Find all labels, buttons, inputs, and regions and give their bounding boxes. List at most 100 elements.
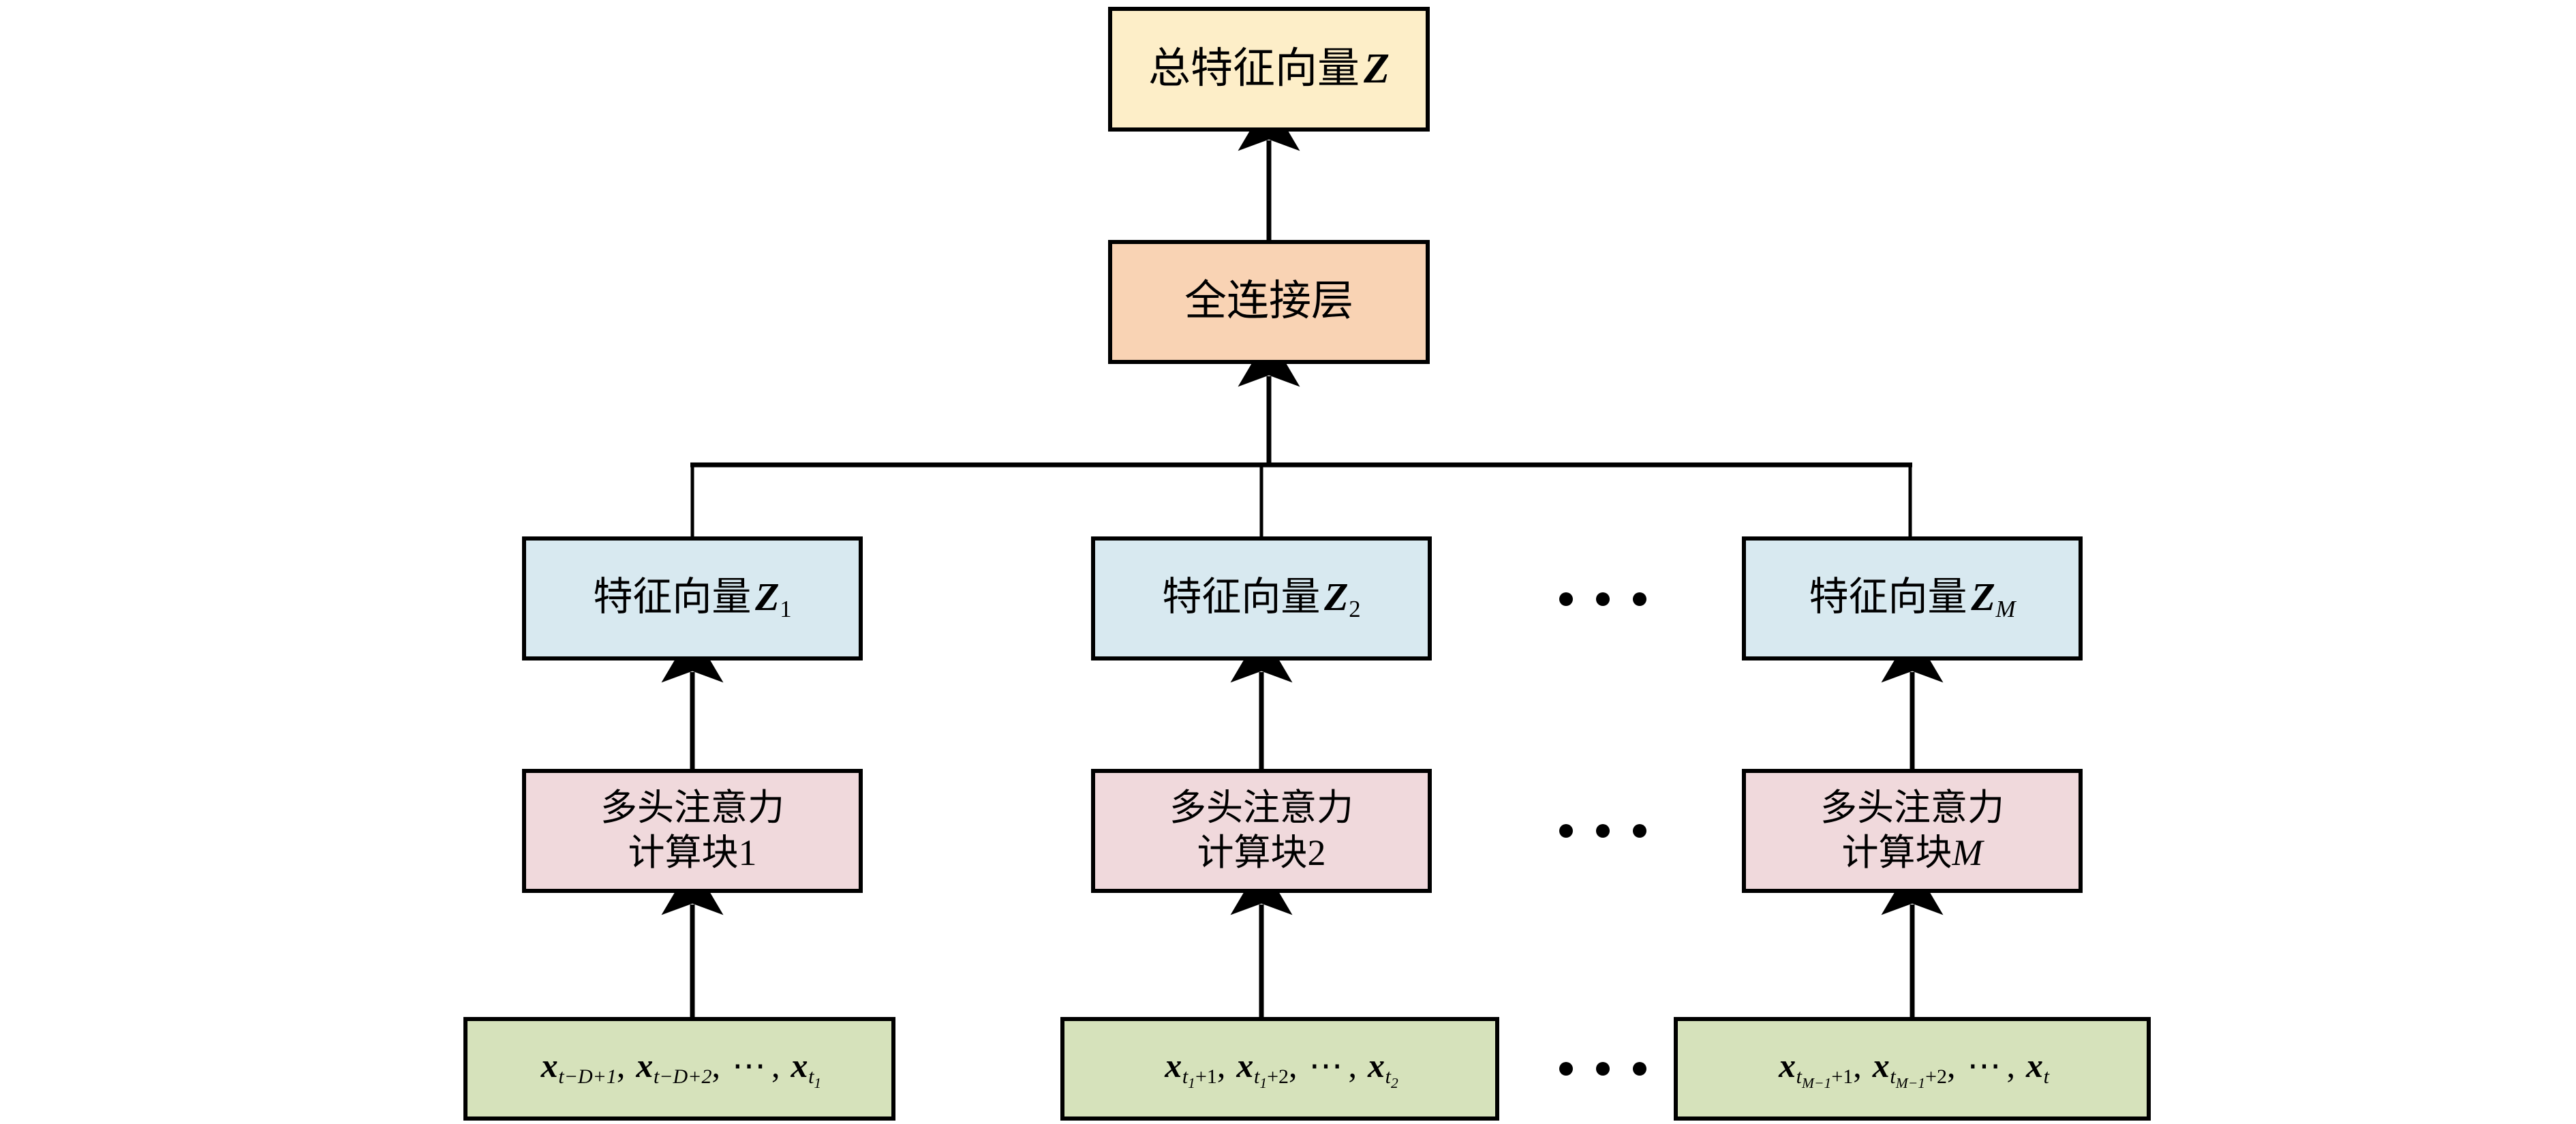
attention-block-1-index: 1 [738, 832, 757, 873]
input-m-last-subscript: t [2043, 1065, 2049, 1089]
ellipsis-input-row [1559, 1062, 1646, 1076]
comma: , [1947, 1046, 1956, 1085]
input-m-term-1-sub-index: M−1 [1802, 1075, 1832, 1092]
comma: , [1216, 1046, 1226, 1085]
input-1-last-sub-base: t [808, 1065, 814, 1089]
node-attention-block-2[interactable]: 多头注意力计算块2 [1091, 769, 1432, 893]
ellipsis-dot [1559, 592, 1573, 606]
input-2-term-1-symbol: x [1165, 1046, 1182, 1085]
input-2-term-2-symbol: x [1236, 1046, 1254, 1085]
input-1-term-2-symbol: x [636, 1046, 654, 1085]
comma: , [1289, 1046, 1298, 1085]
node-attention-block-m[interactable]: 多头注意力计算块M [1742, 769, 2083, 893]
feature-vector-m-text: 特征向量 [1809, 574, 1967, 619]
node-input-sequence-1[interactable]: xt−D+1,xt−D+2,⋯,xt1 [463, 1017, 895, 1121]
input-1-term-2-subscript: t−D+2 [653, 1065, 712, 1089]
attention-block-m-line2: 计算块 [1841, 832, 1952, 873]
input-2-term-2-subscript: t1+2 [1253, 1065, 1289, 1092]
comma: , [2006, 1046, 2016, 1085]
input-m-term-1-symbol: x [1779, 1046, 1796, 1085]
feature-vector-2-subscript: 2 [1349, 596, 1361, 622]
input-2-term-1-sub-base: t [1182, 1065, 1189, 1089]
input-sequence-1-label: xt−D+1,xt−D+2,⋯,xt1 [538, 1045, 821, 1092]
feature-vector-2-label: 特征向量Z2 [1162, 573, 1360, 624]
node-attention-block-1[interactable]: 多头注意力计算块1 [522, 769, 863, 893]
input-m-term-2-subscript: tM−1+2 [1890, 1065, 1947, 1092]
node-input-sequence-2[interactable]: xt1+1,xt1+2,⋯,xt2 [1060, 1017, 1499, 1121]
input-1-term-1-subscript: t−D+1 [558, 1065, 617, 1089]
attention-block-m-line1: 多头注意力 [1820, 787, 2004, 829]
comma: , [616, 1046, 626, 1085]
input-m-ellipsis: ⋯ [1967, 1046, 2003, 1085]
attention-block-1-line1: 多头注意力 [600, 787, 784, 829]
feature-vector-1-label: 特征向量Z1 [593, 573, 791, 624]
input-m-term-2-sub-tail: +2 [1925, 1065, 1947, 1089]
feature-vector-1-subscript: 1 [780, 596, 792, 622]
ellipsis-dot [1633, 592, 1646, 606]
input-2-last-symbol: x [1368, 1046, 1385, 1085]
ellipsis-dot [1596, 592, 1610, 606]
ellipsis-dot [1633, 1062, 1646, 1076]
attention-block-2-line1: 多头注意力 [1169, 787, 1353, 829]
feature-vector-1-symbol: Z [755, 574, 780, 619]
node-total-feature-vector[interactable]: 总特征向量Z [1108, 7, 1430, 132]
input-2-term-2-sub-tail: +2 [1267, 1065, 1289, 1089]
input-m-term-1-sub-base: t [1796, 1065, 1802, 1089]
feature-vector-m-label: 特征向量ZM [1809, 573, 2016, 624]
ellipsis-dot [1596, 824, 1610, 838]
feature-vector-2-symbol: Z [1324, 574, 1349, 619]
fc-layer-label: 全连接层 [1184, 278, 1353, 325]
input-m-term-2-sub-base: t [1890, 1065, 1896, 1089]
comma: , [1853, 1046, 1862, 1085]
attention-block-2-index: 2 [1307, 832, 1326, 873]
input-m-term-1-sub-tail: +1 [1831, 1065, 1854, 1089]
ellipsis-dot [1559, 824, 1573, 838]
input-2-last-sub-base: t [1385, 1065, 1391, 1089]
feature-vector-m-symbol: Z [1971, 574, 1995, 619]
attention-block-1-line2: 计算块 [628, 832, 739, 873]
attention-block-1-label: 多头注意力计算块1 [600, 786, 784, 876]
input-1-last-subscript: t1 [808, 1065, 822, 1092]
node-feature-vector-2[interactable]: 特征向量Z2 [1091, 536, 1432, 660]
attention-block-m-label: 多头注意力计算块M [1820, 786, 2004, 876]
ellipsis-dot [1633, 824, 1646, 838]
attention-block-2-line2: 计算块 [1197, 832, 1308, 873]
node-input-sequence-m[interactable]: xtM−1+1,xtM−1+2,⋯,xt [1674, 1017, 2151, 1121]
feature-vector-m-subscript: M [1995, 596, 2016, 622]
input-2-last-sub-index: 2 [1390, 1075, 1398, 1092]
attention-block-2-label: 多头注意力计算块2 [1169, 786, 1353, 876]
input-1-last-sub-index: 1 [814, 1075, 822, 1092]
input-sequence-2-label: xt1+1,xt1+2,⋯,xt2 [1161, 1045, 1398, 1092]
node-fully-connected-layer[interactable]: 全连接层 [1108, 240, 1430, 364]
ellipsis-dot [1559, 1062, 1573, 1076]
total-vector-symbol: Z [1364, 45, 1390, 92]
input-2-term-1-sub-tail: +1 [1195, 1065, 1217, 1089]
node-feature-vector-m[interactable]: 特征向量ZM [1742, 536, 2083, 660]
input-1-term-1-symbol: x [540, 1046, 558, 1085]
input-m-term-2-sub-index: M−1 [1895, 1075, 1926, 1092]
comma: , [1348, 1046, 1358, 1085]
input-2-term-2-sub-index: 1 [1259, 1075, 1268, 1092]
input-m-term-1-subscript: tM−1+1 [1796, 1065, 1854, 1092]
attention-block-m-index: M [1952, 832, 1983, 873]
input-1-ellipsis: ⋯ [731, 1046, 767, 1085]
total-vector-text: 总特征向量 [1148, 45, 1360, 92]
feature-vector-2-text: 特征向量 [1162, 574, 1321, 619]
total-feature-vector-label: 总特征向量Z [1148, 44, 1390, 95]
input-2-term-1-sub-index: 1 [1188, 1075, 1195, 1092]
ellipsis-dot [1596, 1062, 1610, 1076]
input-2-term-2-sub-base: t [1253, 1065, 1260, 1089]
node-feature-vector-1[interactable]: 特征向量Z1 [522, 536, 863, 660]
comma: , [711, 1046, 720, 1085]
input-m-last-symbol: x [2026, 1046, 2043, 1085]
input-2-ellipsis: ⋯ [1308, 1046, 1345, 1085]
comma: , [771, 1046, 780, 1085]
ellipsis-attention-row [1559, 824, 1646, 838]
input-2-term-1-subscript: t1+1 [1182, 1065, 1217, 1092]
feature-vector-1-text: 特征向量 [593, 574, 752, 619]
ellipsis-feature-row [1559, 592, 1646, 606]
input-2-last-subscript: t2 [1385, 1065, 1398, 1092]
input-1-last-symbol: x [791, 1046, 808, 1085]
